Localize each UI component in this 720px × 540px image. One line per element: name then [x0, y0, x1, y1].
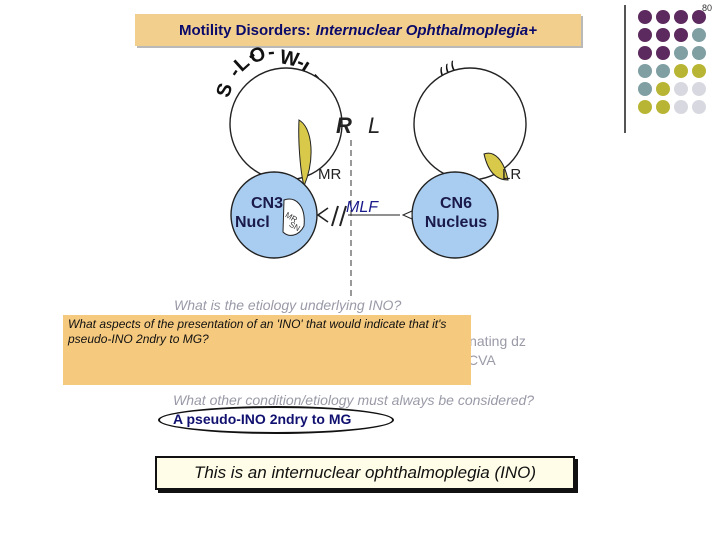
- page-number: 80: [701, 3, 712, 13]
- conclusion-text: This is an internuclear ophthalmoplegia …: [193, 463, 537, 482]
- mlf-lesion-mark-2: [339, 205, 347, 227]
- label-lr: LR: [502, 166, 522, 183]
- answer-oval-highlight: [158, 406, 394, 434]
- lateral-rectus-muscle: [483, 152, 509, 181]
- title-italic: Internuclear Ophthalmoplegia+: [315, 21, 537, 39]
- cn3-nucleus-label: CN3 Nucl: [235, 194, 295, 232]
- question-pseudo-ino: What aspects of the presentation of an '…: [68, 317, 447, 346]
- divider-line: [624, 5, 626, 133]
- dot-grid-circles: [638, 10, 706, 114]
- cn3-line1: CN3: [251, 195, 284, 212]
- pseudo-ino-callout: [63, 315, 471, 385]
- slowly-letter-6: W: [278, 46, 301, 71]
- left-eye: [413, 67, 527, 181]
- slowly-letter-4: O: [247, 42, 269, 68]
- label-mlf: MLF: [346, 199, 378, 216]
- ino-diagram: S - L - O - W - L - Y ((( ))): [212, 41, 527, 300]
- answer-demyelinating: inating dz: [466, 333, 526, 349]
- decorative-dot-grid: [638, 10, 706, 114]
- eye-letter-r: R: [336, 113, 352, 138]
- mr-subnucleus: [282, 198, 305, 236]
- cn6-nucleus-label: CN6 Nucleus: [416, 194, 496, 232]
- title-main: Motility Disorders:: [179, 21, 311, 39]
- cn6-line1: CN6: [439, 195, 472, 212]
- mlf-lesion-mark-1: [331, 205, 339, 227]
- slowly-letter-0: S: [212, 81, 237, 100]
- mlf-arrowhead: [401, 210, 413, 220]
- question-etiology: What is the etiology underlying INO?: [174, 297, 402, 313]
- eye-letter-l: L: [368, 113, 381, 138]
- slowly-letter-5: -: [267, 41, 276, 63]
- conclusion-box: This is an internuclear ophthalmoplegia …: [155, 456, 575, 490]
- right-eye: [229, 67, 343, 181]
- cn6-line2: Nucleus: [424, 214, 488, 231]
- label-mr: MR: [318, 166, 342, 183]
- slide-title: Motility Disorders: Internuclear Ophthal…: [135, 14, 581, 46]
- question-other-condition: What other condition/etiology must alway…: [173, 392, 535, 408]
- mlf-arrowhead-left: [316, 207, 329, 223]
- answer-cva: CVA: [468, 352, 496, 368]
- cn3-line2: Nucl: [235, 214, 270, 231]
